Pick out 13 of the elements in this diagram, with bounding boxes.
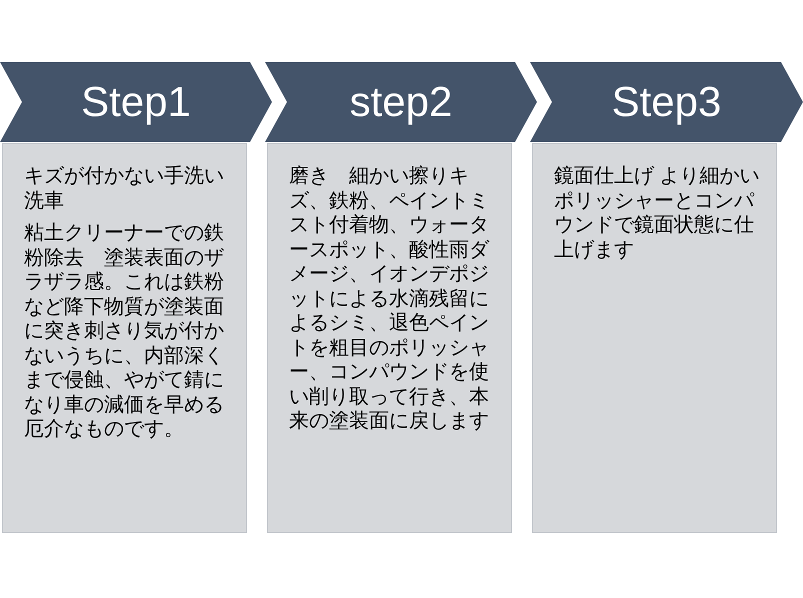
description-text: 鏡面仕上げ より細かいポリッシャーとコンパウンドで鏡面状態に仕上げます (554, 164, 761, 262)
description-text: キズが付かない手洗い洗車 (24, 164, 225, 213)
description-box (267, 143, 512, 533)
step-label: Step3 (610, 77, 722, 127)
description-text: 磨き 細かい擦りキズ、鉄粉、ペイントミスト付着物、ウォータースポット、酸性雨ダメージ、イオンデポジットによる水滴残留によるシミ、退色ペイントを粗目のポリッシャー、コンパウンドを使い削り取って行き、本来の塗装面に戻します (289, 164, 490, 434)
description-box (532, 143, 777, 533)
step-header-banner (0, 62, 272, 142)
step-label: Step1 (80, 77, 192, 127)
description-text: 粘土クリーナーでの鉄粉除去 塗装表面のザラザラ感。これは鉄粉など降下物質が塗装面に突き刺さり気が付かないうちに、内部深くまで侵蝕、やがて錆になり車の減価を早める厄介なものです。 (24, 221, 225, 442)
step-label: step2 (348, 77, 454, 127)
step-header-banner (265, 62, 537, 142)
description-box (2, 143, 247, 533)
step-header-banner (530, 62, 803, 142)
